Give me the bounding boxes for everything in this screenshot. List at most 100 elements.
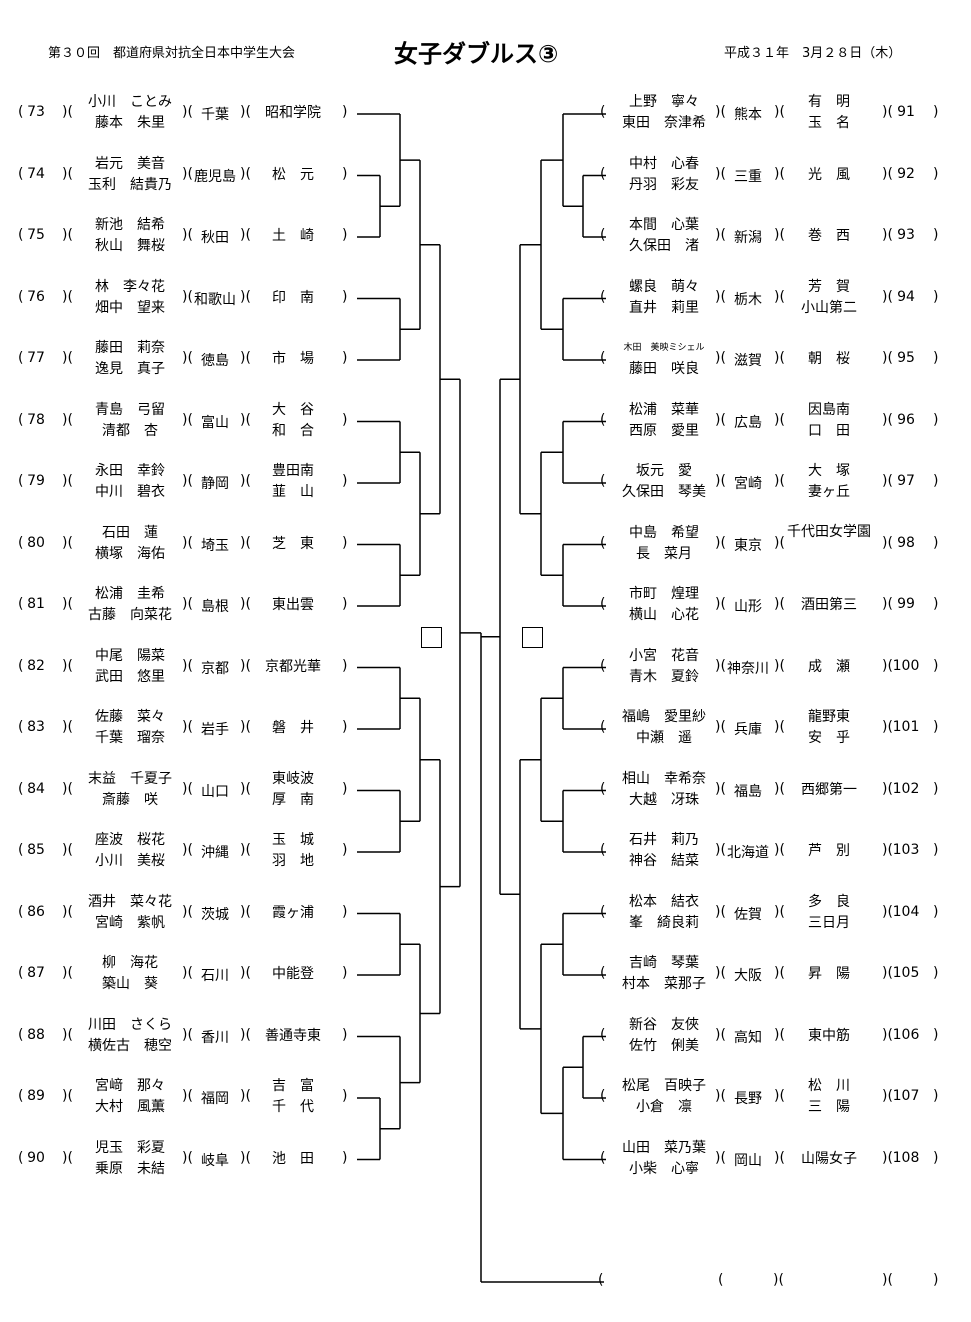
- player-2: 峯 綺良莉: [629, 914, 699, 931]
- paren: (: [600, 288, 606, 305]
- prefecture: 千葉: [201, 107, 229, 123]
- paren: )(: [715, 780, 726, 797]
- school-2: 和 合: [272, 422, 314, 439]
- paren: )(: [62, 473, 73, 489]
- paren: )(: [62, 1088, 73, 1104]
- school-names: 松 元: [250, 165, 336, 186]
- prefecture: 埼玉: [201, 537, 229, 554]
- entry-number: 81: [27, 596, 45, 612]
- paren: )(: [182, 903, 193, 920]
- paren: )(: [774, 842, 785, 858]
- prefecture: 島根: [201, 599, 229, 615]
- paren: ): [933, 1149, 939, 1166]
- player-1: 青島 弓留: [95, 401, 165, 418]
- school-names: 芦 別: [786, 841, 872, 862]
- paren: )(: [62, 1149, 73, 1166]
- player-1: 坂元 愛: [636, 463, 692, 479]
- paren: )(: [182, 288, 193, 305]
- player-names: 末益 千夏子斎藤 咲: [76, 769, 184, 811]
- school-names: 磐 井: [250, 718, 336, 739]
- paren: )(: [182, 534, 193, 551]
- school-1: 昇 陽: [808, 966, 850, 982]
- school-2: 厚 南: [272, 791, 314, 808]
- entry-number: 94: [897, 288, 915, 305]
- paren: )(: [240, 842, 251, 858]
- paren: )(: [774, 1026, 785, 1043]
- prefecture: 岩手: [201, 722, 229, 738]
- entry-number: 104: [892, 903, 920, 920]
- entry-number: 86: [27, 903, 45, 920]
- school-1: 成 瀬: [808, 658, 850, 675]
- school-1: 玉 城: [272, 832, 314, 848]
- player-names: 山田 菜乃葉小柴 心寧: [610, 1138, 718, 1180]
- prefecture: 沖縄: [201, 845, 229, 861]
- prefecture: 岐阜: [201, 1152, 229, 1169]
- paren: )(: [774, 411, 785, 428]
- player-2: 古藤 向菜花: [88, 607, 172, 623]
- player-1: 酒井 菜々花: [88, 893, 172, 910]
- paren: )(: [182, 1149, 193, 1166]
- school-2: 口 田: [808, 422, 850, 439]
- player-2: 宮崎 紫帆: [95, 914, 165, 931]
- player-names: 小宮 花音青木 夏鈴: [610, 646, 718, 688]
- player-1: 上野 寧々: [629, 94, 699, 110]
- entry-number: 78: [27, 411, 45, 428]
- school-2: 小山第二: [801, 299, 857, 316]
- paren: )(: [715, 903, 726, 920]
- paren: ): [342, 1088, 348, 1104]
- school-1: 松 元: [272, 166, 314, 183]
- player-2: 大村 風薫: [95, 1099, 165, 1115]
- player-2: 築山 葵: [102, 976, 158, 992]
- paren: (: [18, 165, 24, 182]
- paren: )(: [240, 719, 251, 735]
- paren: ): [933, 534, 939, 551]
- paren: ): [342, 842, 348, 858]
- prefecture: 高知: [734, 1029, 762, 1046]
- paren: ): [342, 227, 348, 243]
- school-names: 土 崎: [250, 226, 336, 247]
- paren: (: [18, 1088, 24, 1104]
- paren: (: [18, 903, 24, 920]
- paren: )(: [715, 227, 726, 243]
- entry-number: 87: [27, 965, 45, 981]
- player-1: 松本 結衣: [629, 893, 699, 910]
- paren: )(: [715, 165, 726, 182]
- player-names: 本間 心葉久保田 渚: [610, 215, 718, 257]
- paren: )(: [715, 719, 726, 735]
- player-2: 神谷 結菜: [629, 853, 699, 869]
- paren: )(: [62, 350, 73, 366]
- paren: ): [342, 657, 348, 674]
- player-1: 中村 心春: [629, 155, 699, 172]
- paren: )(: [882, 1088, 893, 1104]
- entry-number: 89: [27, 1088, 45, 1104]
- school-1: 光 風: [808, 166, 850, 183]
- player-1: 松尾 百映子: [622, 1078, 706, 1094]
- player-1: 藤田 莉奈: [95, 340, 165, 356]
- player-2: 丹羽 彩友: [629, 176, 699, 193]
- paren: ): [933, 965, 939, 981]
- player-2: 横塚 海佑: [95, 545, 165, 562]
- player-names: 坂元 愛久保田 琴美: [610, 461, 718, 503]
- paren: )(: [62, 411, 73, 428]
- school-names: 善通寺東: [250, 1026, 336, 1047]
- prefecture: 滋賀: [734, 353, 762, 369]
- paren: ): [342, 719, 348, 735]
- paren: )(: [182, 411, 193, 428]
- entry-number: 88: [27, 1026, 45, 1043]
- paren: ): [933, 842, 939, 858]
- paren: (: [600, 965, 606, 981]
- school-2: 韮 山: [272, 484, 314, 500]
- paren: )(: [774, 965, 785, 981]
- paren: )(: [182, 1088, 193, 1104]
- player-names: 酒井 菜々花宮崎 紫帆: [76, 892, 184, 934]
- school-1: 吉 富: [272, 1078, 314, 1094]
- player-names: 福嶋 愛里紗中瀬 遥: [610, 707, 718, 749]
- school-1: 大 塚: [808, 463, 850, 479]
- school-names: 印 南: [250, 288, 336, 309]
- paren: )(: [240, 165, 251, 182]
- player-1: 川田 さくら: [88, 1016, 172, 1033]
- paren: (: [600, 903, 606, 920]
